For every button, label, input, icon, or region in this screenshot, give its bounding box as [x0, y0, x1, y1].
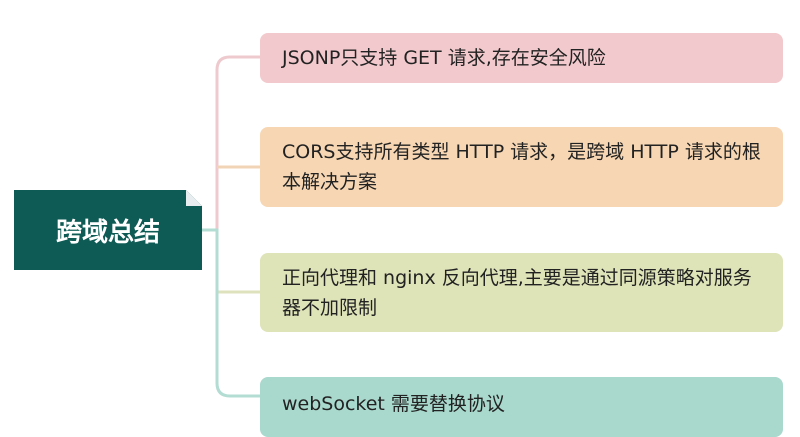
connector-1 — [202, 55, 260, 232]
branch-text: webSocket 需要替换协议 — [282, 393, 505, 415]
branch-node-proxy[interactable]: 正向代理和 nginx 反向代理,主要是通过同源策略对服务器不加限制 — [260, 253, 783, 332]
branch-text: 正向代理和 nginx 反向代理,主要是通过同源策略对服务器不加限制 — [282, 266, 752, 319]
branch-text: CORS支持所有类型 HTTP 请求，是跨域 HTTP 请求的根本解决方案 — [282, 141, 761, 193]
branch-node-websocket[interactable]: webSocket 需要替换协议 — [260, 377, 783, 437]
branch-node-cors[interactable]: CORS支持所有类型 HTTP 请求，是跨域 HTTP 请求的根本解决方案 — [260, 127, 783, 207]
branch-node-jsonp[interactable]: JSONP只支持 GET 请求,存在安全风险 — [260, 33, 783, 83]
connector-4 — [202, 228, 260, 398]
root-node[interactable]: 跨域总结 — [14, 190, 202, 270]
connector-3 — [215, 230, 260, 294]
connectors — [202, 55, 260, 398]
branch-text: JSONP只支持 GET 请求,存在安全风险 — [282, 47, 606, 69]
root-label: 跨域总结 — [55, 217, 160, 248]
